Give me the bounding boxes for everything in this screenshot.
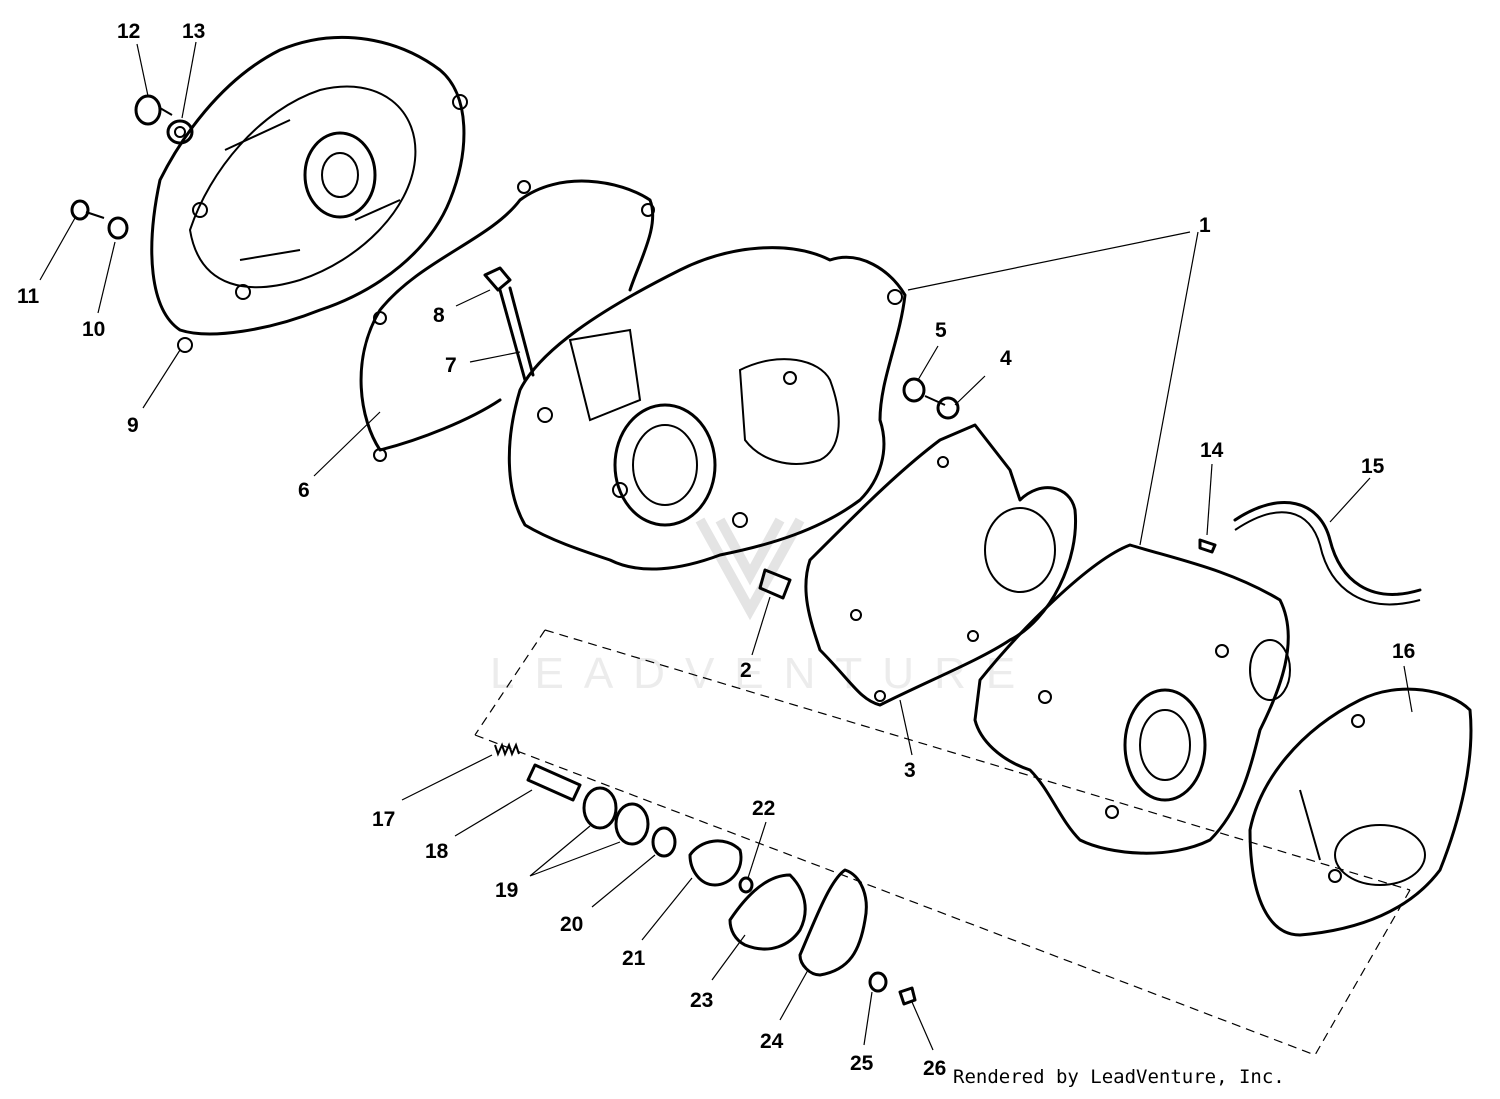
callout-14: 14 [1200, 439, 1224, 462]
credit-text: Rendered by LeadVenture, Inc. [953, 1066, 1285, 1088]
watermark-text: LEADVENTURE [490, 649, 1035, 698]
impeller [688, 839, 743, 887]
leader-lines [39, 41, 1413, 1051]
callout-13: 13 [182, 20, 205, 43]
callout-8: 8 [433, 304, 445, 327]
kit-outline [474, 629, 1411, 1056]
dowel-pin [758, 568, 792, 600]
callout-20: 20 [560, 913, 583, 936]
callout-3: 3 [904, 759, 916, 782]
cover-bolt [134, 94, 173, 126]
callout-2: 2 [740, 659, 752, 682]
callout-25: 25 [850, 1052, 874, 1075]
callout-12: 12 [117, 20, 140, 43]
callout-21: 21 [622, 947, 646, 970]
callout-7: 7 [445, 354, 457, 377]
callout-4: 4 [1000, 347, 1012, 370]
small-washer [107, 216, 129, 240]
callout-9: 9 [127, 414, 139, 437]
pump-gasket [728, 873, 807, 951]
small-bolt [70, 199, 105, 221]
bearings [582, 786, 650, 846]
small-seal [738, 876, 754, 894]
spring [494, 742, 520, 757]
callout-16: 16 [1392, 640, 1415, 663]
crankcase-gasket [804, 423, 1078, 707]
pump-cover [798, 868, 868, 977]
callout-18: 18 [425, 840, 449, 863]
cover-gasket [359, 179, 655, 462]
crankcase-bolt [924, 395, 960, 420]
callout-19: 19 [495, 879, 518, 902]
breather-hose [1233, 501, 1422, 606]
callout-24: 24 [760, 1030, 784, 1053]
watermark-logo [695, 517, 805, 621]
callout-11: 11 [17, 285, 40, 308]
shaft [526, 763, 582, 802]
seal [651, 826, 677, 858]
left-crankcase [507, 246, 907, 571]
cover-washer [166, 119, 194, 145]
crankcase-washer [902, 377, 926, 403]
callout-15: 15 [1361, 455, 1385, 478]
callout-6: 6 [298, 479, 310, 502]
callout-26: 26 [923, 1057, 946, 1080]
pump-washer [868, 971, 888, 993]
callout-17: 17 [372, 808, 395, 831]
callout-23: 23 [690, 989, 713, 1012]
hose-clip [1198, 538, 1217, 554]
callout-10: 10 [82, 318, 105, 341]
pump-bolt [898, 986, 917, 1006]
stud-bolt [483, 266, 535, 382]
right-crankcase [973, 543, 1291, 855]
left-cover [150, 35, 468, 353]
callout-5: 5 [935, 319, 947, 342]
callout-22: 22 [752, 797, 775, 820]
callout-1: 1 [1199, 214, 1211, 237]
right-cover [1248, 687, 1473, 937]
